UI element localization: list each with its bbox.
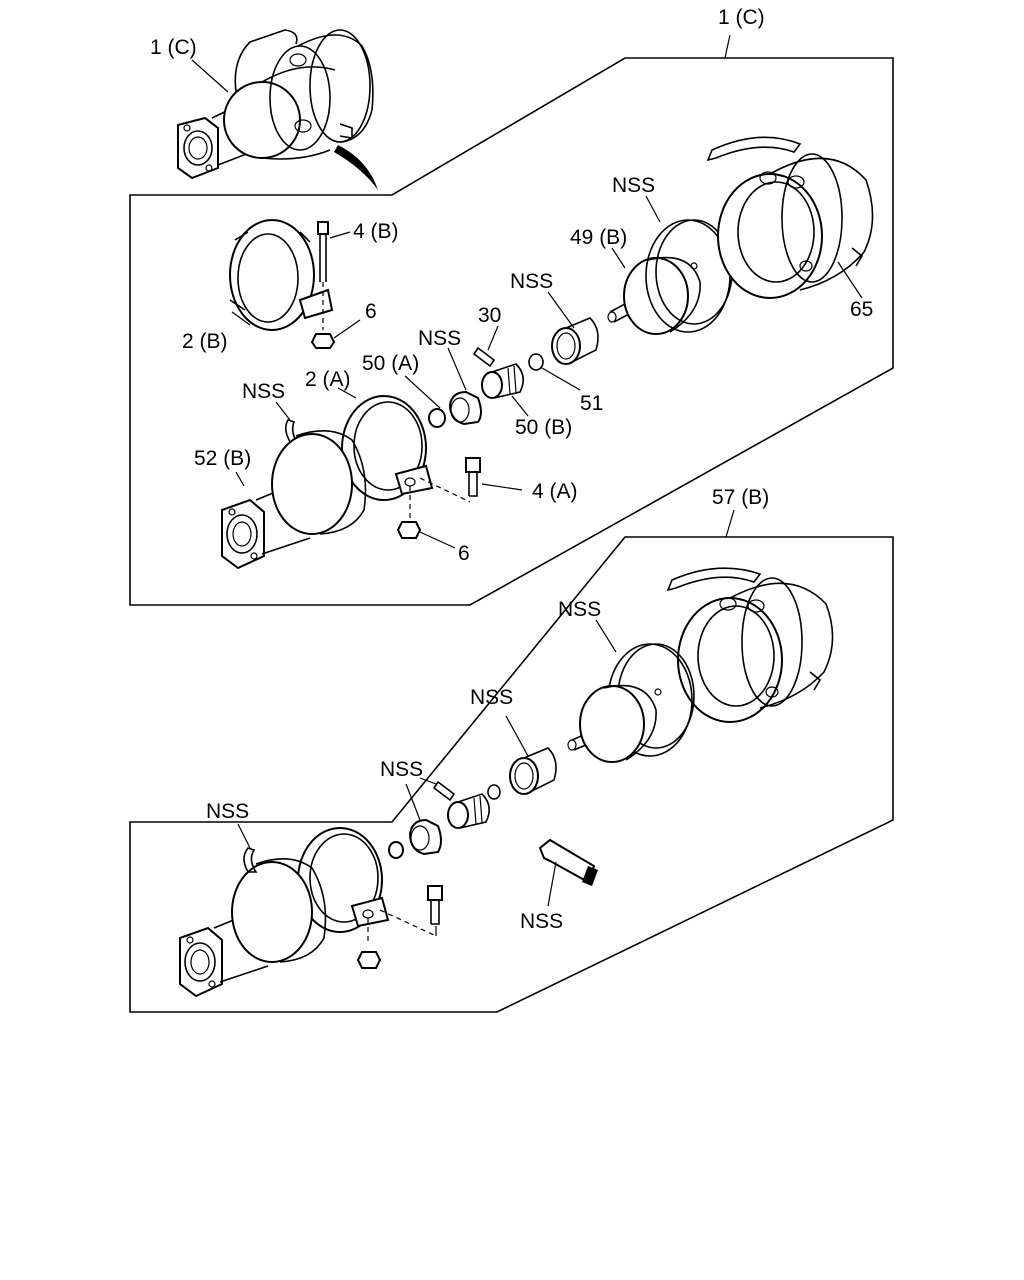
label-bottom-nss-pin: NSS [380,758,423,781]
label-housing-52b: 52 (B) [194,447,251,470]
bolt-4b-drawing [317,221,329,330]
label-top-overview: 1 (C) [150,36,197,59]
label-top-group: 1 (C) [718,6,765,29]
nut-6-lower-drawing [396,521,422,539]
clamp-2a-drawing [341,395,471,518]
label-nss-pipe: NSS [242,380,285,403]
top-group-frame [129,57,894,606]
label-housing-65: 65 [850,298,873,321]
label-clamp-2a: 2 (A) [305,368,351,391]
nss-bushing-drawing [448,390,482,426]
bottom-group-frame [129,536,894,1013]
label-bottom-group: 57 (B) [712,486,769,509]
bush-50a-drawing [428,408,446,428]
ring-51-drawing [528,353,544,371]
label-bolt-4b: 4 (B) [353,220,399,243]
bottom-left-housing-drawing [179,847,327,998]
bottom-housing-drawing [666,567,834,723]
label-bottom-nss-pipe: NSS [206,800,249,823]
label-nut-b: 6 [365,300,377,323]
label-bush-50b: 50 (B) [515,416,572,439]
label-bolt-4a: 4 (A) [532,480,578,503]
bottom-nss-tool-drawing [538,838,598,886]
label-nss-boot: NSS [510,270,553,293]
bottom-clamp-drawing [297,827,437,944]
bottom-ring-drawing [487,784,501,800]
bottom-bolt-drawing [427,885,443,925]
label-ring-51: 51 [580,392,603,415]
bottom-bushing-drawing [388,818,442,859]
label-nut-a: 6 [458,542,470,565]
housing-52b-drawing [221,430,367,570]
overview-assembly-drawing [177,29,378,190]
label-bottom-nss-tool: NSS [520,910,563,933]
label-bottom-nss-boot: NSS [470,686,513,709]
label-pin-30: 30 [478,304,501,327]
housing-65-drawing [706,136,874,299]
clamp-2b-drawing [229,219,334,331]
pin-30-drawing [472,346,496,368]
bottom-nss-pin-drawing [432,780,456,802]
nut-6-upper-drawing [310,333,336,349]
bolt-4a-drawing [465,457,481,497]
label-nss-diaphragm: NSS [612,174,655,197]
label-nss-bushing: NSS [418,327,461,350]
label-plate-49b: 49 (B) [570,226,627,249]
label-bottom-nss-diaphragm: NSS [558,598,601,621]
fitting-50b-drawing [481,363,524,399]
bottom-plate-drawing [567,684,657,763]
label-clamp-2b: 2 (B) [182,330,228,353]
bottom-nut-drawing [356,951,382,969]
bottom-fitting-drawing [447,793,490,829]
label-bush-50a: 50 (A) [362,352,419,375]
bottom-nss-boot-drawing [509,747,557,795]
nss-boot-drawing [551,317,599,365]
